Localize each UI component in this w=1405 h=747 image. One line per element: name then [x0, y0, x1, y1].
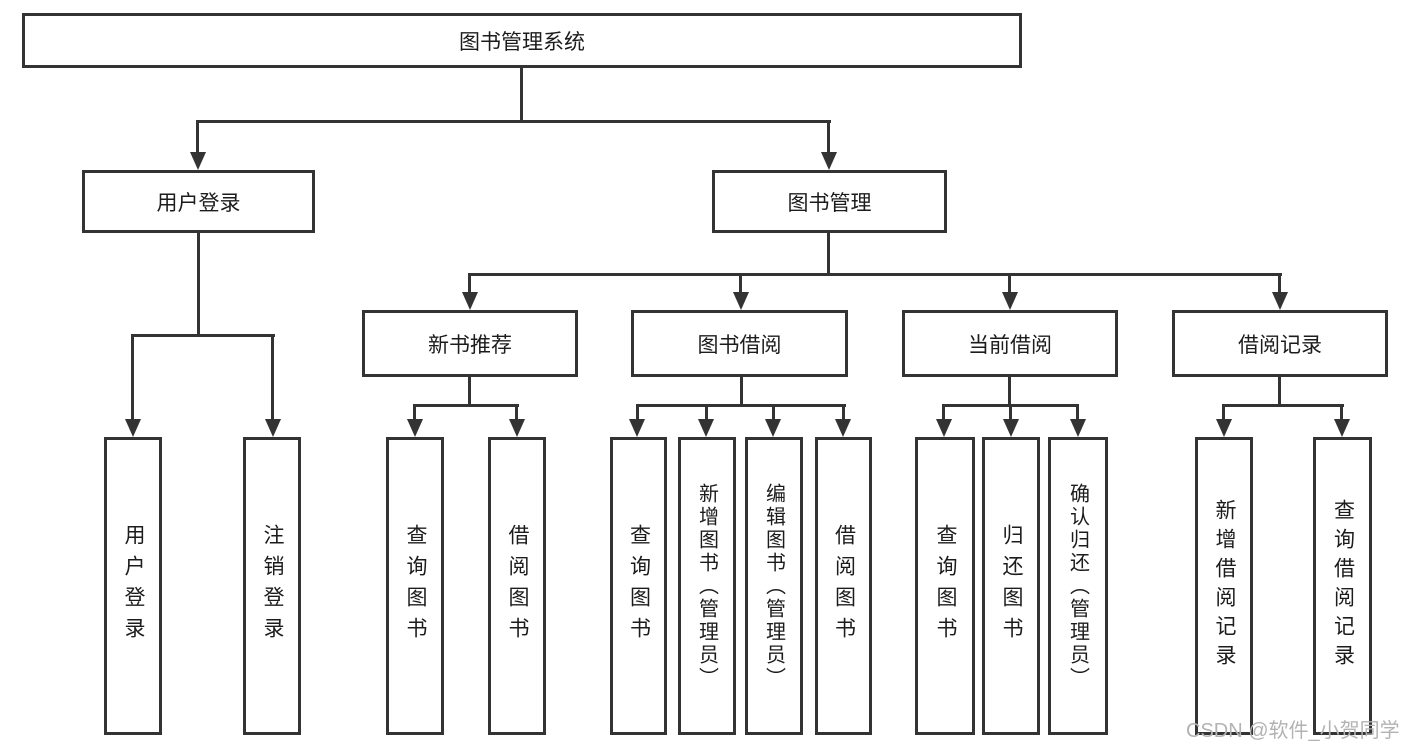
- connector-line: [413, 404, 416, 421]
- leaf-logout-login: 注销登录: [243, 437, 301, 735]
- connector-line: [468, 377, 471, 407]
- node-book-borrowing: 图书借阅: [631, 310, 848, 377]
- connector-line: [1222, 404, 1344, 407]
- connector-line: [1008, 273, 1011, 294]
- connector-line: [1008, 377, 1011, 407]
- arrow-down-icon: [1070, 419, 1086, 437]
- connector-line: [1076, 404, 1079, 421]
- node-label: 图书借阅: [697, 333, 782, 357]
- node-borrowing-records: 借阅记录: [1172, 310, 1388, 377]
- arrow-down-icon: [407, 419, 423, 437]
- arrow-down-icon: [1216, 419, 1232, 437]
- connector-line: [1009, 404, 1012, 421]
- node-label: 新增借阅记录: [1213, 499, 1236, 673]
- arrow-down-icon: [936, 419, 952, 437]
- arrow-down-icon: [509, 419, 525, 437]
- connector-line: [842, 404, 845, 421]
- connector-line: [636, 404, 639, 421]
- node-label: 查询图书: [934, 524, 957, 648]
- connector-line: [942, 404, 945, 421]
- connector-line: [1222, 404, 1225, 421]
- arrow-down-icon: [698, 419, 714, 437]
- connector-line: [827, 233, 830, 276]
- connector-line: [740, 377, 743, 407]
- arrow-down-icon: [1334, 419, 1350, 437]
- node-label: 确认归还（管理员）: [1066, 482, 1089, 690]
- connector-line: [520, 68, 523, 122]
- node-label: 查询图书: [627, 524, 651, 648]
- connector-line: [196, 120, 199, 154]
- connector-line: [772, 404, 775, 421]
- node-label: 新书推荐: [428, 333, 512, 357]
- leaf-current-query-books: 查询图书: [915, 437, 975, 735]
- node-label: 借阅图书: [832, 524, 856, 648]
- arrow-down-icon: [821, 152, 837, 170]
- node-new-book-recommend: 新书推荐: [362, 310, 578, 377]
- arrow-down-icon: [462, 292, 478, 310]
- node-label: 新增图书（管理员）: [695, 482, 718, 690]
- node-label: 图书管理系统: [459, 30, 585, 54]
- leaf-return-books: 归还图书: [982, 437, 1040, 735]
- leaf-recommend-query-books: 查询图书: [386, 437, 444, 735]
- arrow-down-icon: [190, 152, 206, 170]
- node-label: 编辑图书（管理员）: [762, 482, 785, 690]
- leaf-user-login: 用户登录: [104, 437, 162, 735]
- node-label: 借阅图书: [506, 524, 529, 648]
- node-book-management: 图书管理: [712, 170, 947, 233]
- leaf-edit-book-admin: 编辑图书（管理员）: [745, 437, 803, 735]
- leaf-add-book-admin: 新增图书（管理员）: [678, 437, 736, 735]
- leaf-confirm-return-admin: 确认归还（管理员）: [1048, 437, 1108, 735]
- node-label: 查询图书: [404, 524, 427, 648]
- connector-line: [271, 334, 274, 421]
- node-root-library-system: 图书管理系统: [22, 13, 1022, 68]
- connector-line: [1340, 404, 1343, 421]
- node-current-borrowing: 当前借阅: [902, 310, 1118, 377]
- node-label: 归还图书: [1000, 524, 1023, 648]
- arrow-down-icon: [1002, 292, 1018, 310]
- leaf-add-borrow-record: 新增借阅记录: [1195, 437, 1253, 735]
- node-label: 查询借阅记录: [1331, 499, 1355, 673]
- connector-line: [1278, 375, 1281, 407]
- node-label: 借阅记录: [1238, 333, 1322, 357]
- leaf-query-borrow-record: 查询借阅记录: [1313, 437, 1372, 735]
- arrow-down-icon: [1003, 419, 1019, 437]
- arrow-down-icon: [125, 419, 141, 437]
- connector-line: [468, 273, 1282, 276]
- connector-line: [197, 233, 200, 337]
- leaf-recommend-borrow-books: 借阅图书: [488, 437, 546, 735]
- connector-line: [131, 334, 275, 337]
- arrow-down-icon: [765, 419, 781, 437]
- node-label: 当前借阅: [968, 333, 1052, 357]
- node-label: 图书管理: [787, 191, 872, 215]
- node-user-login: 用户登录: [82, 170, 315, 233]
- csdn-watermark: CSDN @软件_小贺同学: [1186, 720, 1400, 742]
- node-label: 注销登录: [261, 524, 284, 648]
- node-label: 用户登录: [122, 524, 145, 648]
- connector-line: [827, 120, 830, 154]
- connector-line: [196, 120, 831, 123]
- connector-line: [705, 404, 708, 421]
- connector-line: [468, 273, 471, 294]
- node-label: 用户登录: [156, 191, 241, 215]
- leaf-borrowing-borrow-books: 借阅图书: [815, 437, 872, 735]
- connector-line: [131, 334, 134, 421]
- connector-line: [739, 273, 742, 294]
- connector-line: [636, 404, 846, 407]
- arrow-down-icon: [1272, 292, 1288, 310]
- leaf-borrowing-query-books: 查询图书: [610, 437, 667, 735]
- arrow-down-icon: [835, 419, 851, 437]
- connector-line: [1278, 273, 1281, 294]
- connector-line: [515, 404, 518, 421]
- arrow-down-icon: [629, 419, 645, 437]
- arrow-down-icon: [265, 419, 281, 437]
- arrow-down-icon: [733, 292, 749, 310]
- connector-line: [413, 404, 519, 407]
